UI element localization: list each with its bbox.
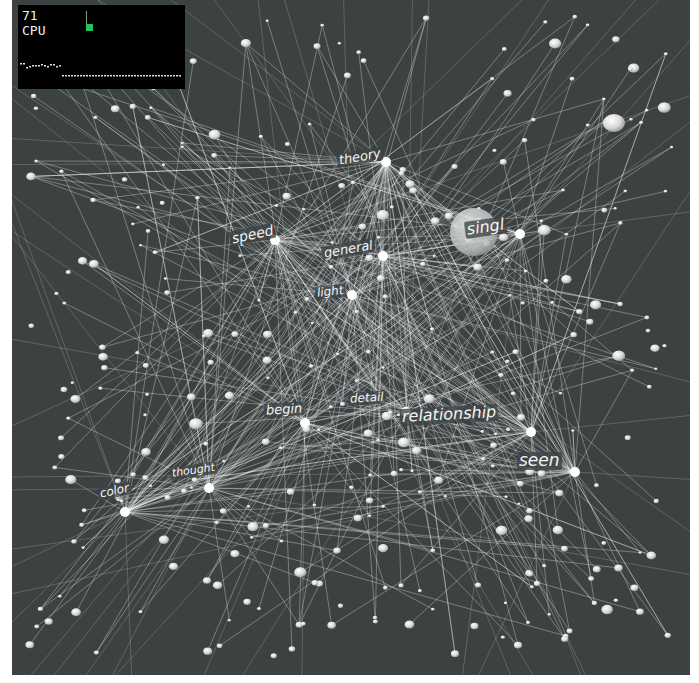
hud-text: CPU [22, 24, 45, 38]
cpu-meter [18, 5, 185, 89]
hud-text: 71 [22, 9, 38, 23]
node-word: light [314, 284, 346, 300]
node-word: detail [348, 390, 387, 405]
cpu-panel: 71CPU [18, 5, 185, 89]
graph-view: 71CPU theoryspeedgeneralsingllightbegind… [12, 0, 690, 675]
node-word: begin [264, 401, 305, 417]
node-word: seen [517, 452, 562, 470]
network-illustration [12, 0, 690, 675]
